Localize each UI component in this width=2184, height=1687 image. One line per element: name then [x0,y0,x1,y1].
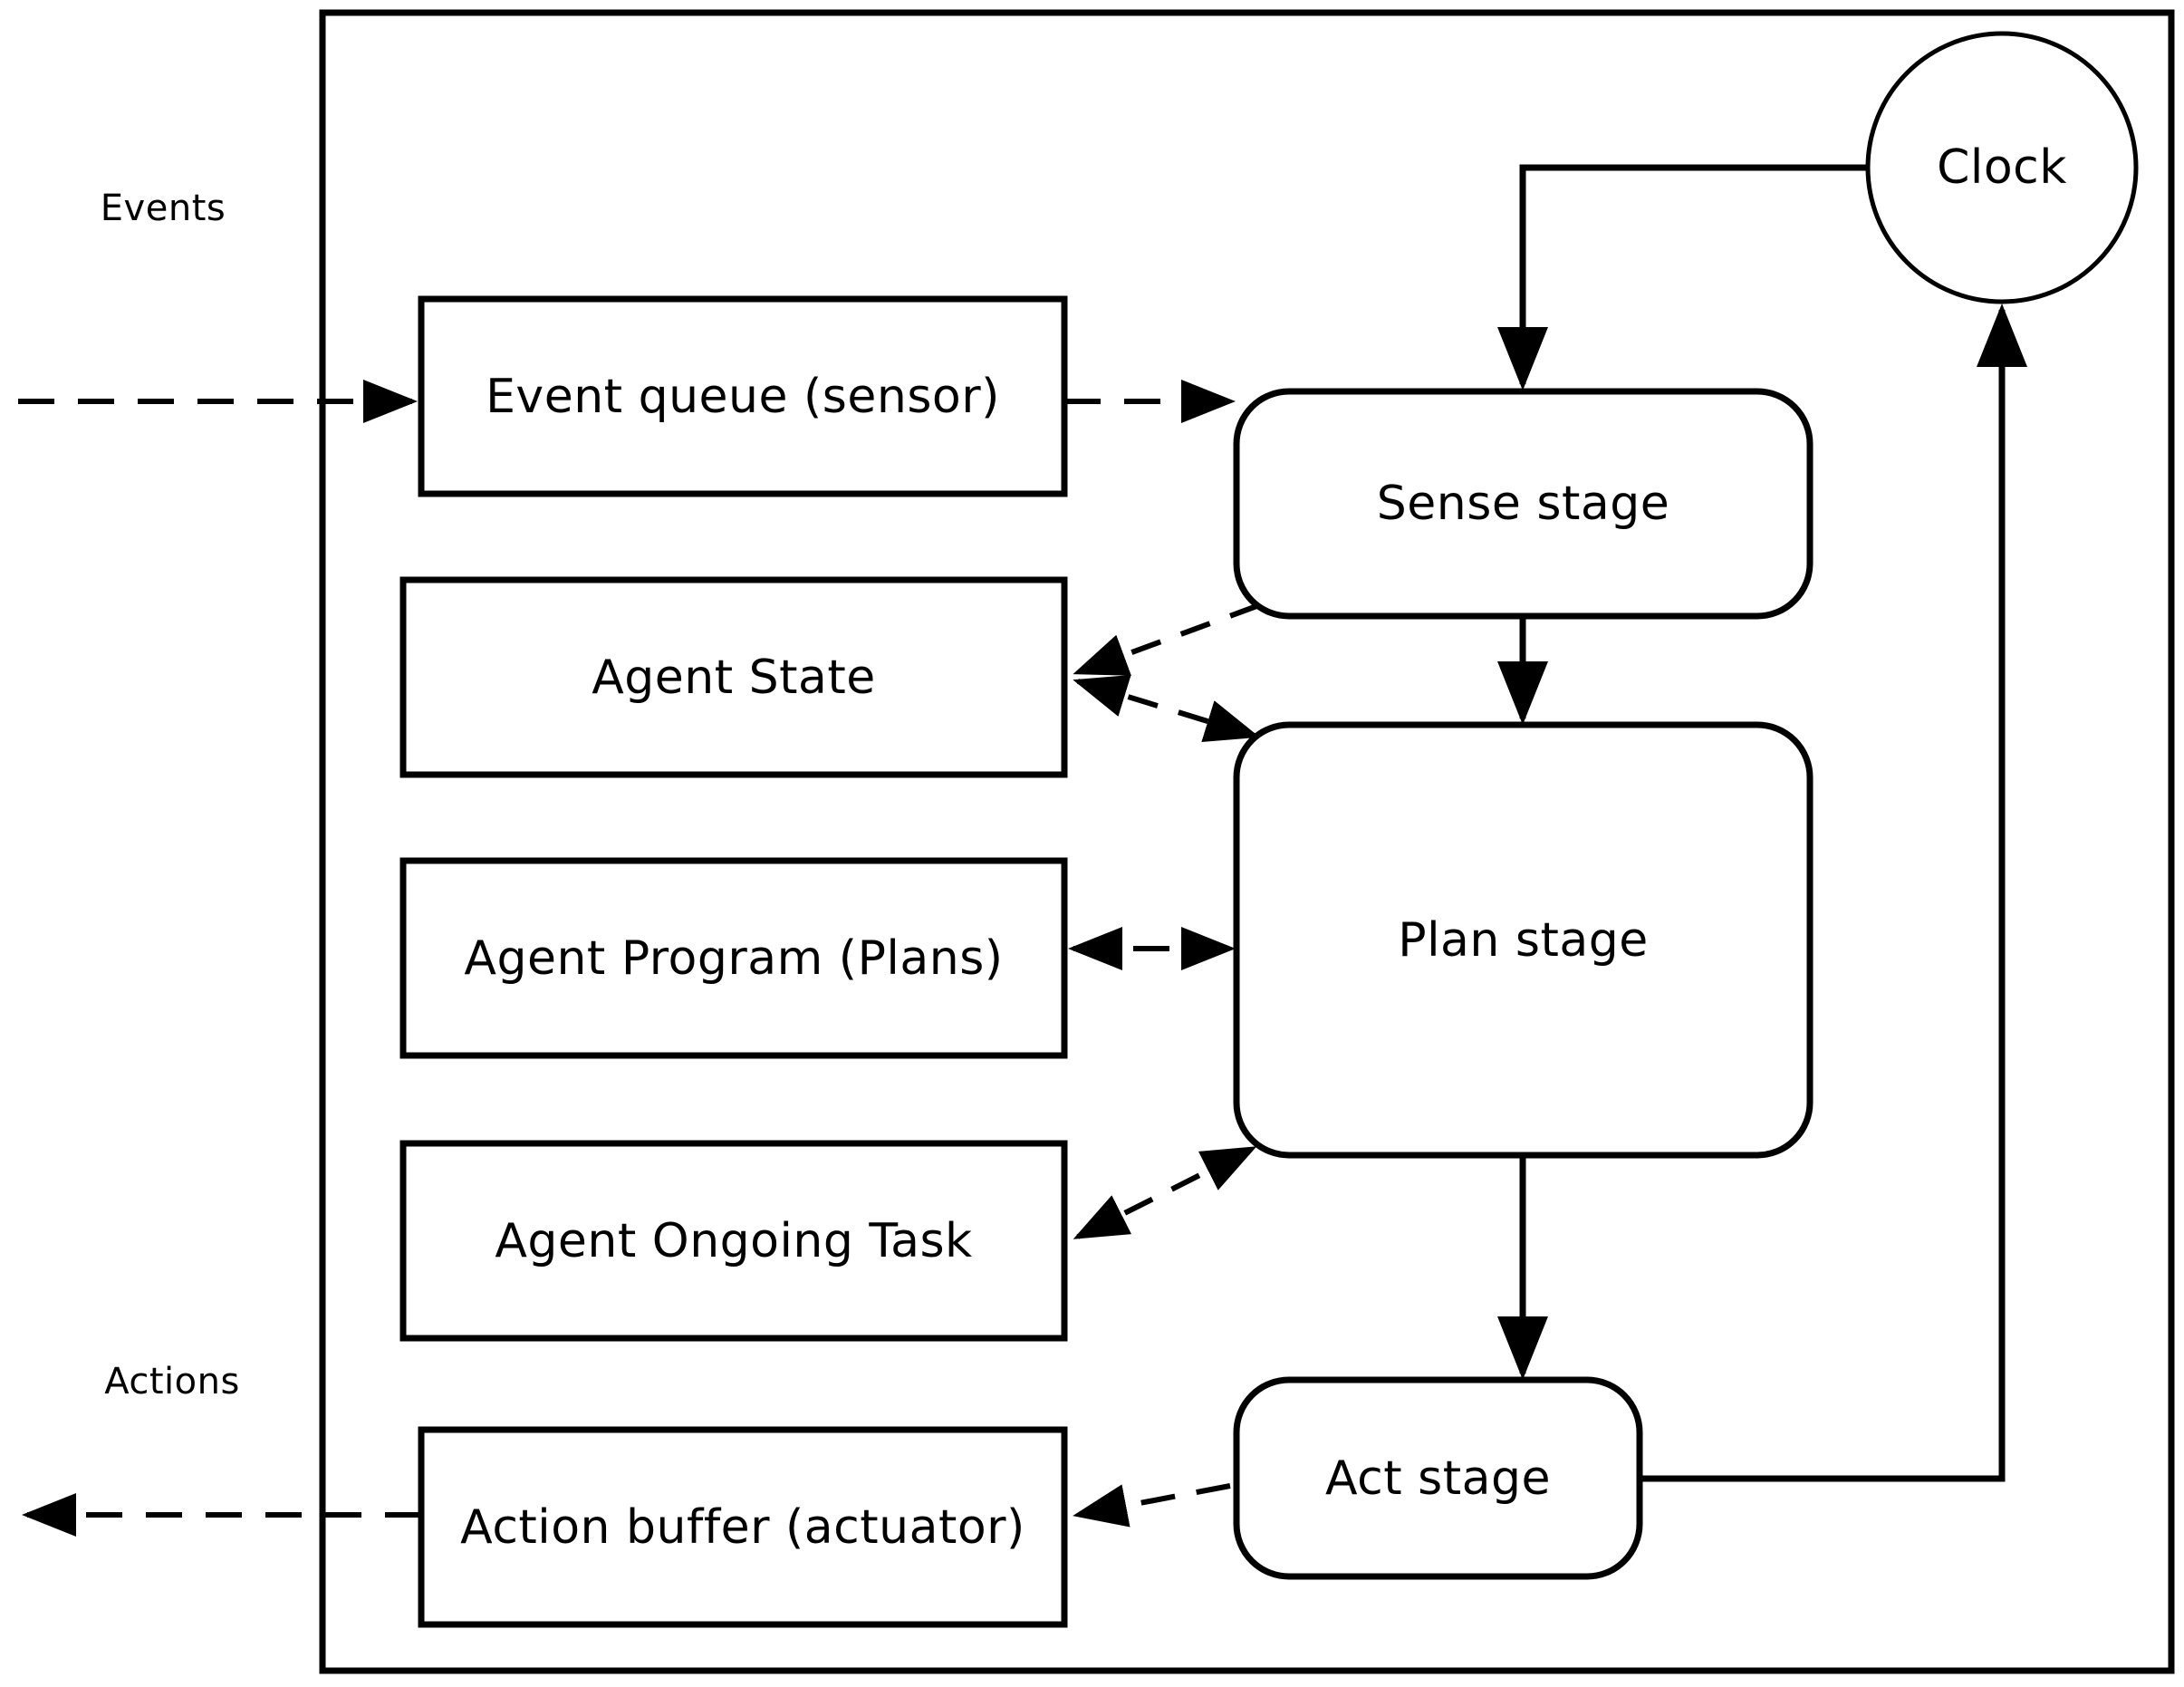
act-to-action-buffer-connector [1073,1483,1231,1528]
act-stage-node[interactable] [1236,1380,1640,1576]
agent-program-node[interactable] [403,861,1064,1056]
sense-stage-node[interactable] [1236,391,1810,616]
agent-task-to-plan-connector [1073,1146,1257,1239]
agent-ongoing-task-node[interactable] [403,1143,1064,1338]
event-queue-node[interactable] [421,299,1064,494]
clock-to-sense-connector [1497,164,1868,390]
plan-stage-node[interactable] [1236,725,1810,1155]
agent-state-box[interactable] [399,576,1068,778]
event-queue-box[interactable] [418,295,1068,497]
clock-node[interactable] [1868,34,2136,302]
agent-state-to-plan-connector [1073,674,1260,743]
action-buffer-box[interactable] [418,1426,1068,1628]
agent-state-node[interactable] [403,580,1064,775]
agent-ongoing-task-box[interactable] [399,1140,1068,1342]
sense-to-agent-state-connector [1073,602,1261,676]
act-to-clock-connector [1640,304,2027,1482]
action-buffer-node[interactable] [421,1430,1064,1624]
agent-program-box[interactable] [399,857,1068,1059]
agent-boundary [319,9,2175,1674]
